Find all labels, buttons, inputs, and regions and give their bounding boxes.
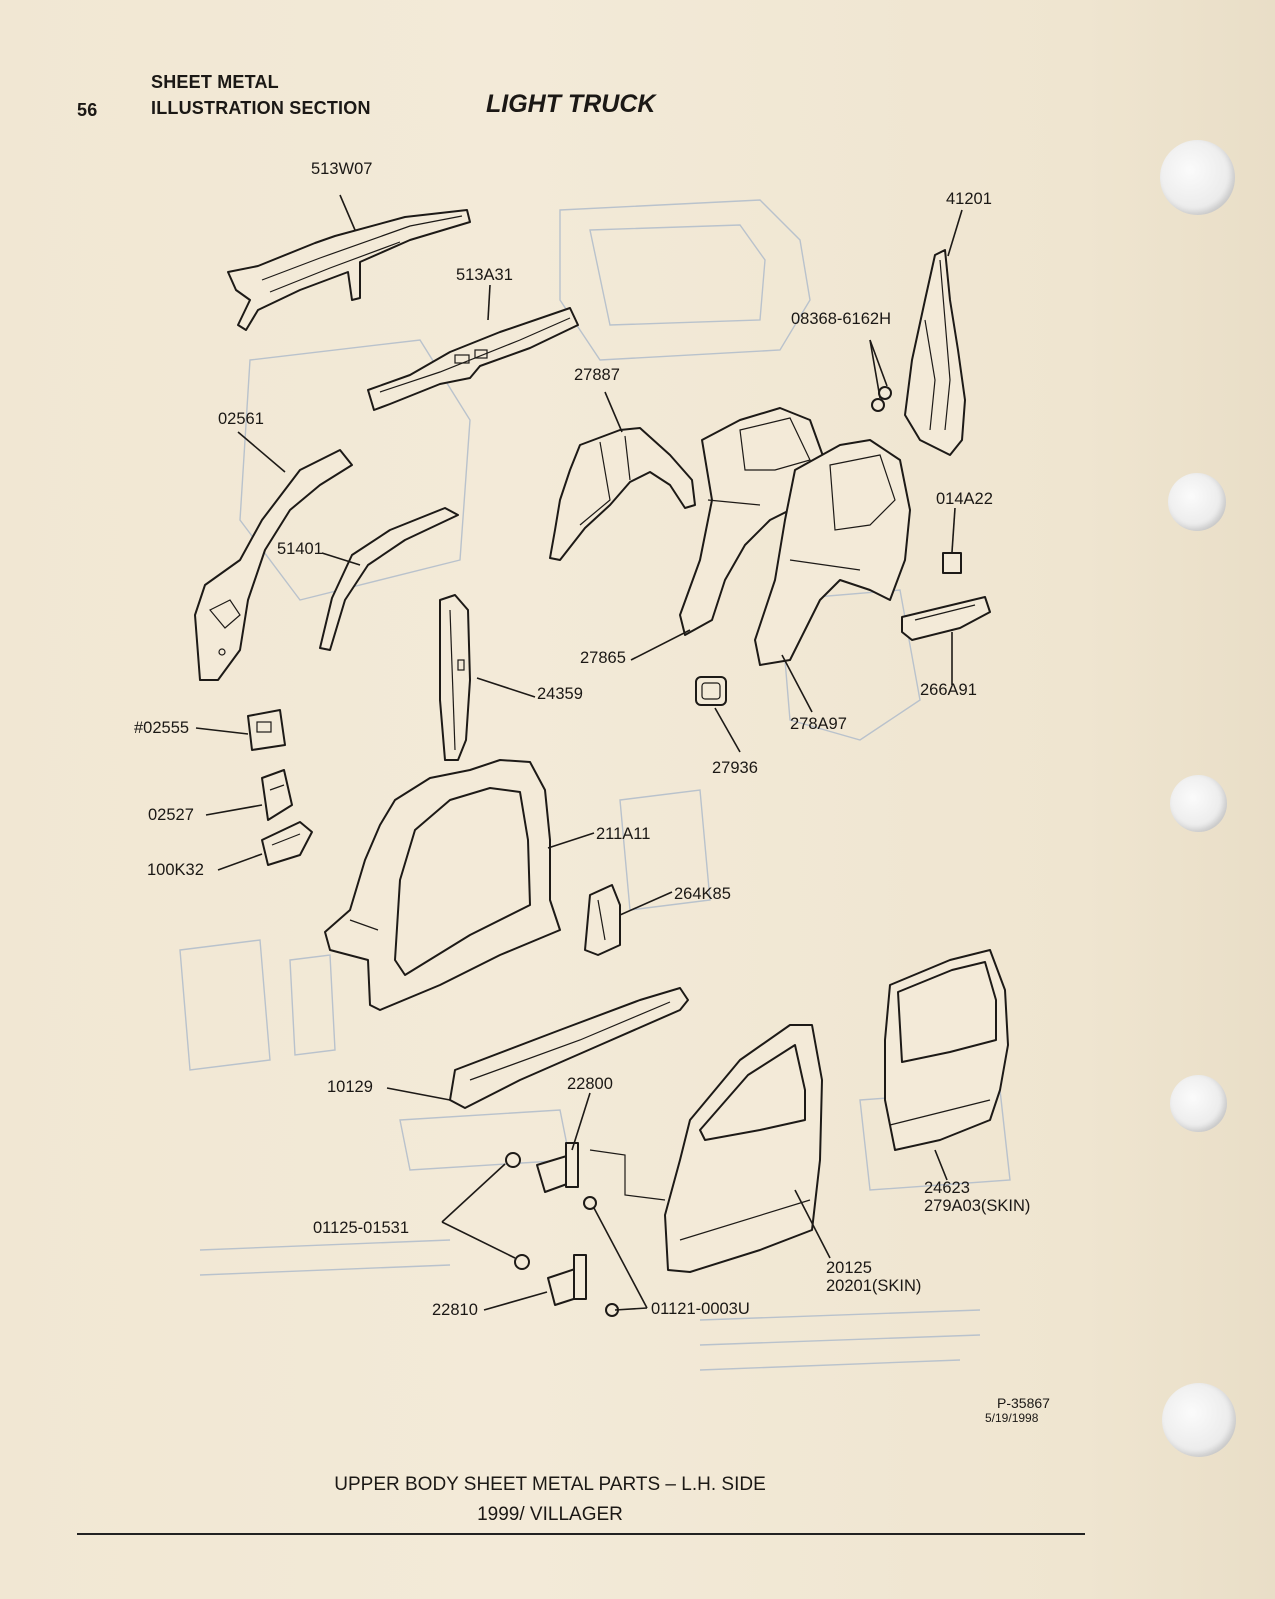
part-02555 xyxy=(247,709,286,751)
callout-10129: 10129 xyxy=(327,1078,373,1096)
callout-014A22: 014A22 xyxy=(936,490,993,508)
drawing-number: P-35867 xyxy=(997,1395,1050,1411)
callout-24359: 24359 xyxy=(537,685,583,703)
callout-20201-skin: 20201(SKIN) xyxy=(826,1277,922,1295)
callout-100K32: 100K32 xyxy=(147,861,204,879)
part-211A11 xyxy=(324,759,561,1011)
callout-266A91: 266A91 xyxy=(920,681,977,699)
callout-02561: 02561 xyxy=(218,410,264,428)
callout-22800: 22800 xyxy=(567,1075,613,1093)
part-02527 xyxy=(261,769,293,821)
part-22800 xyxy=(536,1142,579,1193)
callout-20125: 20125 xyxy=(826,1259,872,1277)
callout-211A11: 211A11 xyxy=(596,825,651,843)
part-27887 xyxy=(549,427,696,561)
part-24359 xyxy=(439,594,471,761)
binder-hole xyxy=(1162,1383,1236,1457)
callout-22810: 22810 xyxy=(432,1301,478,1319)
binder-hole xyxy=(1168,473,1226,531)
part-01125-01531 xyxy=(505,1152,530,1270)
part-100K32 xyxy=(261,821,313,866)
callout-24623: 24623 xyxy=(924,1179,970,1197)
part-08368-6162H xyxy=(871,386,892,412)
part-24623 xyxy=(884,949,1009,1151)
part-278A97 xyxy=(754,439,911,666)
drawing-date: 5/19/1998 xyxy=(985,1411,1039,1425)
part-20125 xyxy=(664,1024,823,1273)
callout-01121-0003U: 01121-0003U xyxy=(651,1300,750,1318)
part-264K85 xyxy=(584,884,621,956)
callout-51401: 51401 xyxy=(277,540,323,558)
ghost-background-drawing xyxy=(179,199,1011,1371)
part-10129 xyxy=(449,987,689,1109)
part-014A22 xyxy=(942,552,962,574)
callout-279A03-skin: 279A03(SKIN) xyxy=(924,1197,1031,1215)
part-266A91 xyxy=(901,596,991,641)
callout-27865: 27865 xyxy=(580,649,626,667)
category-title: LIGHT TRUCK xyxy=(486,90,656,118)
callout-02555: #02555 xyxy=(134,719,190,737)
binder-hole xyxy=(1160,140,1235,215)
leader-lines xyxy=(195,194,963,1311)
callout-02527: 02527 xyxy=(148,806,194,824)
caption-line-1: UPPER BODY SHEET METAL PARTS – L.H. SIDE xyxy=(334,1474,766,1495)
part-41201 xyxy=(904,249,966,456)
callout-278A97: 278A97 xyxy=(790,715,847,733)
callout-27936: 27936 xyxy=(712,759,758,777)
part-02561 xyxy=(194,449,353,681)
callout-264K85: 264K85 xyxy=(674,885,731,903)
callout-27887: 27887 xyxy=(574,366,620,384)
part-513A31 xyxy=(367,307,579,411)
callout-08368-6162H: 08368-6162H xyxy=(791,310,891,328)
binder-hole xyxy=(1170,775,1227,832)
callout-41201: 41201 xyxy=(946,190,992,208)
section-line-2: ILLUSTRATION SECTION xyxy=(151,98,371,118)
section-line-1: SHEET METAL xyxy=(151,72,279,92)
part-51401 xyxy=(319,507,459,651)
part-27865 xyxy=(679,407,831,636)
binder-hole xyxy=(1170,1075,1227,1132)
callout-513A31: 513A31 xyxy=(456,266,513,284)
callout-01125-01531: 01125-01531 xyxy=(313,1219,410,1237)
footer-rule xyxy=(77,1533,1085,1535)
callout-513W07: 513W07 xyxy=(311,160,373,178)
part-513W07 xyxy=(227,209,471,331)
caption-line-2: 1999/ VILLAGER xyxy=(477,1504,623,1525)
page-number: 56 xyxy=(77,100,98,120)
part-27936 xyxy=(695,676,727,706)
part-22810 xyxy=(547,1254,587,1306)
part-01121-0003U xyxy=(583,1196,619,1317)
